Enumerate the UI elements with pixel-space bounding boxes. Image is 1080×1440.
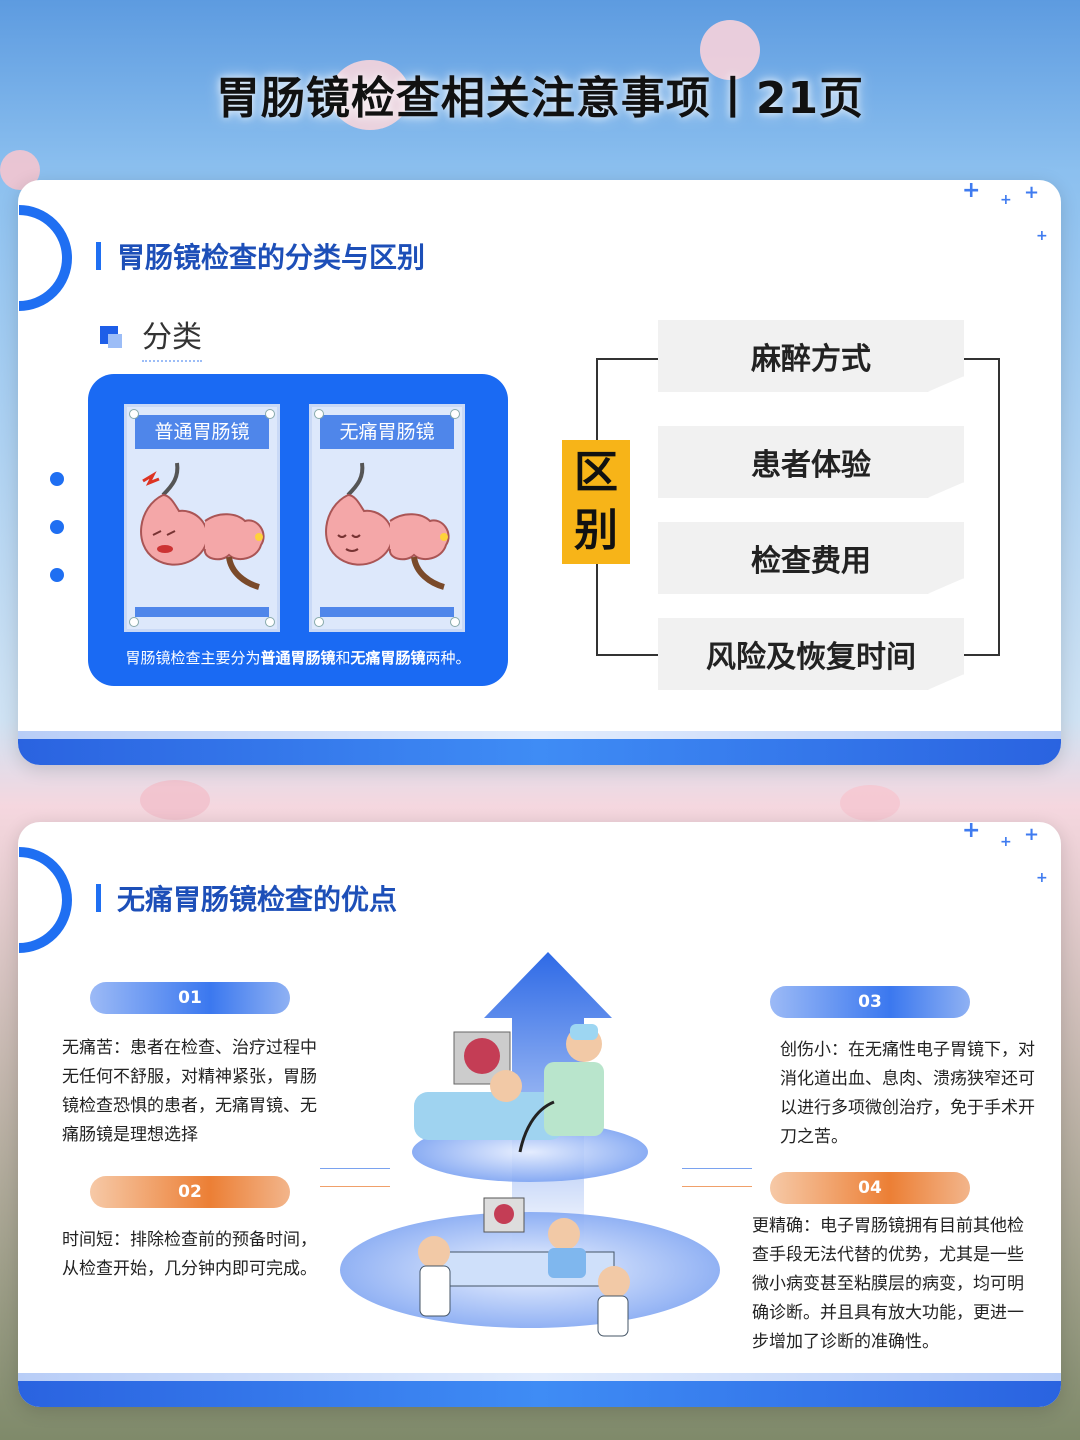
dot-icon	[50, 520, 64, 534]
section-title: 无痛胃肠镜检查的优点	[96, 878, 397, 918]
title-bar	[96, 242, 101, 270]
section-title-text: 无痛胃肠镜检查的优点	[117, 883, 398, 916]
classification-caption: 胃肠镜检查主要分为普通胃肠镜和无痛胃肠镜两种。	[88, 647, 508, 668]
connector-line	[682, 1168, 752, 1169]
stomach-discomfort-illustration	[140, 462, 265, 590]
caption-bold: 无痛胃肠镜	[350, 649, 426, 667]
plus-decoration: +	[1024, 824, 1040, 845]
advantage-text: 无痛苦：患者在检查、治疗过程中无任何不舒服，对精神紧张，胃肠镜检查恐惧的患者，无…	[62, 1038, 317, 1145]
caption-bold: 普通胃肠镜	[260, 649, 336, 667]
difference-item: 患者体验	[658, 426, 964, 498]
card-footer-strip	[135, 607, 269, 617]
page-title: 胃肠镜检查相关注意事项丨21页	[215, 73, 865, 124]
connector-line	[682, 1186, 752, 1187]
dot-icon	[50, 568, 64, 582]
card-label: 无痛胃肠镜	[320, 415, 454, 449]
classification-box: 普通胃肠镜 无痛胃肠镜	[88, 374, 508, 686]
rivet-icon	[265, 617, 275, 627]
rivet-icon	[265, 409, 275, 419]
item-number-badge: 02	[90, 1176, 290, 1208]
connector-line	[320, 1168, 390, 1169]
caption-text: 两种。	[425, 649, 471, 667]
subheading-text: 分类	[142, 312, 202, 362]
plus-decoration: +	[1036, 228, 1048, 244]
rivet-icon	[314, 409, 324, 419]
ring-decoration	[19, 847, 72, 953]
difference-item: 风险及恢复时间	[658, 618, 964, 690]
stomach-calm-illustration	[325, 462, 450, 590]
plus-decoration: +	[1036, 870, 1048, 886]
flower-decoration	[330, 60, 410, 130]
item-number-badge: 03	[770, 986, 970, 1018]
dot-icon	[50, 472, 64, 486]
plus-decoration: +	[1000, 192, 1012, 208]
badge-char: 区	[574, 447, 618, 498]
rivet-icon	[450, 617, 460, 627]
rivet-icon	[314, 617, 324, 627]
card-regular-endoscopy: 普通胃肠镜	[124, 404, 280, 632]
difference-item: 麻醉方式	[658, 320, 964, 392]
plus-decoration: +	[962, 822, 981, 843]
panel-bottom-bar	[18, 1373, 1061, 1407]
flower-decoration	[700, 20, 760, 80]
flower-decoration	[840, 785, 900, 821]
advantage-text: 时间短：排除检查前的预备时间，从检查开始，几分钟内即可完成。	[62, 1230, 317, 1279]
square-icon	[100, 326, 122, 348]
card-painless-endoscopy: 无痛胃肠镜	[309, 404, 465, 632]
connector-line	[320, 1186, 390, 1187]
classification-panel: 胃肠镜检查的分类与区别 + + + + 分类 普通胃肠镜	[18, 180, 1061, 765]
caption-text: 和	[335, 649, 351, 667]
badge-char: 别	[574, 505, 618, 556]
advantage-text: 更精确：电子胃肠镜拥有目前其他检查手段无法代替的优势，尤其是一些微小病变甚至粘膜…	[752, 1216, 1024, 1352]
title-bar	[96, 884, 101, 912]
difference-badge: 区 别	[562, 440, 630, 564]
endoscopy-procedure-illustration	[340, 952, 720, 1337]
ring-decoration	[19, 205, 72, 311]
flower-decoration	[140, 780, 210, 820]
caption-text: 胃肠镜检查主要分为	[125, 649, 261, 667]
difference-item: 检查费用	[658, 522, 964, 594]
panel-bottom-bar	[18, 731, 1061, 765]
rivet-icon	[450, 409, 460, 419]
rivet-icon	[129, 409, 139, 419]
plus-decoration: +	[1000, 834, 1012, 850]
plus-decoration: +	[962, 180, 981, 203]
rivet-icon	[129, 617, 139, 627]
item-number-badge: 01	[90, 982, 290, 1014]
item-number-badge: 04	[770, 1172, 970, 1204]
card-label: 普通胃肠镜	[135, 415, 269, 449]
plus-decoration: +	[1024, 182, 1040, 203]
section-title-text: 胃肠镜检查的分类与区别	[117, 241, 426, 274]
advantage-text: 创伤小：在无痛性电子胃镜下，对消化道出血、息肉、溃疡狭窄还可以进行多项微创治疗，…	[780, 1040, 1035, 1147]
card-footer-strip	[320, 607, 454, 617]
difference-bracket	[596, 358, 1000, 656]
section-title: 胃肠镜检查的分类与区别	[96, 236, 425, 276]
advantages-panel: 无痛胃肠镜检查的优点 + + + + 01 无痛苦：患者在检查、治疗过程中无任何…	[18, 822, 1061, 1407]
subheading: 分类	[100, 312, 202, 362]
